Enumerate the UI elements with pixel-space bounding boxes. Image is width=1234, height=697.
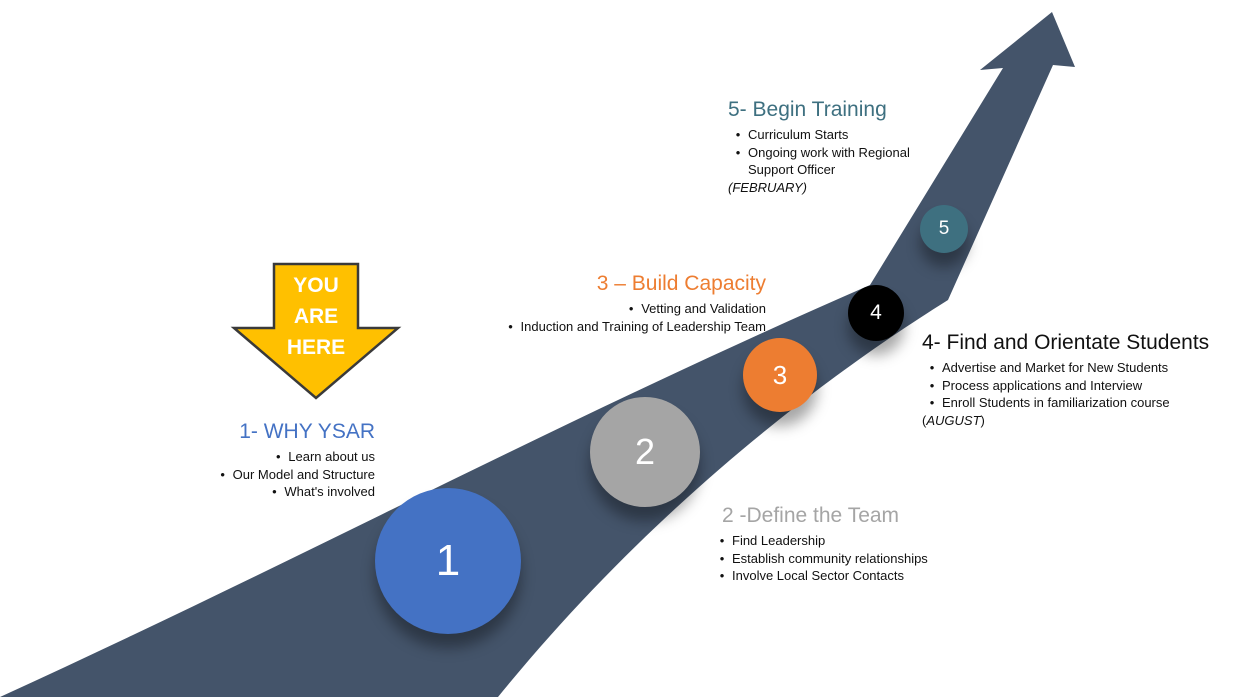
step-1-list: Learn about us Our Model and Structure W… (175, 448, 375, 501)
step-5-block: 5- Begin Training Curriculum Starts Ongo… (728, 98, 910, 196)
step-5-note-month: (FEBRUARY) (728, 179, 807, 195)
step-4-circle: 4 (848, 285, 904, 341)
step-4-item: Process applications and Interview (922, 377, 1209, 395)
step-2-number: 2 (634, 431, 656, 472)
step-3-list: Vetting and Validation Induction and Tra… (466, 300, 766, 335)
step-3-title: 3 – Build Capacity (596, 272, 766, 295)
step-4-note-month: AUGUST (926, 412, 981, 428)
step-4-item: Advertise and Market for New Students (922, 359, 1209, 377)
step-3-number: 3 (772, 359, 788, 390)
step-5-item: Curriculum Starts (728, 126, 910, 144)
step-1-circle: 1 (375, 488, 521, 634)
step-1-item: Our Model and Structure (175, 466, 375, 484)
step-4-list: Advertise and Market for New Students Pr… (922, 359, 1209, 412)
step-4-note-prefix: ( (922, 412, 927, 428)
step-4-item: Enroll Students in familiarization cours… (922, 394, 1209, 412)
step-1-item: Learn about us (175, 448, 375, 466)
step-4-title: 4- Find and Orientate Students (922, 331, 1210, 354)
step-4-date-note: (AUGUST) (922, 412, 1209, 430)
step-4-note-suffix: ) (980, 412, 985, 428)
step-2-title: 2 -Define the Team (722, 504, 900, 527)
step-3-item: Induction and Training of Leadership Tea… (466, 318, 766, 336)
arrow-line-3: HERE (286, 336, 346, 359)
you-are-here-arrow: YOU ARE HERE (230, 262, 402, 402)
step-2-item: Find Leadership (712, 532, 928, 550)
step-4-number: 4 (870, 301, 882, 324)
step-4-block: 4- Find and Orientate Students Advertise… (922, 331, 1209, 429)
step-2-item: Involve Local Sector Contacts (712, 567, 928, 585)
you-are-here-label: YOU ARE HERE (230, 270, 402, 363)
step-2-circle: 2 (590, 397, 700, 507)
step-1-item: What's involved (175, 483, 375, 501)
arrow-line-2: ARE (293, 305, 339, 328)
step-5-number: 5 (938, 218, 950, 239)
step-5-circle: 5 (920, 205, 968, 253)
step-2-list: Find Leadership Establish community rela… (712, 532, 928, 585)
step-1-number: 1 (435, 536, 461, 585)
step-5-date-note: (FEBRUARY) (728, 179, 910, 197)
step-3-circle: 3 (743, 338, 817, 412)
step-5-title: 5- Begin Training (728, 98, 887, 121)
step-3-block: 3 – Build Capacity Vetting and Validatio… (466, 272, 766, 335)
step-2-item: Establish community relationships (712, 550, 928, 568)
step-5-item-continued: Support Officer (748, 162, 836, 177)
arrow-line-1: YOU (293, 274, 339, 297)
step-1-block: 1- WHY YSAR Learn about us Our Model and… (175, 420, 375, 501)
step-5-list: Curriculum Starts Ongoing work with Regi… (728, 126, 910, 179)
step-2-block: 2 -Define the Team Find Leadership Estab… (722, 504, 928, 585)
step-1-title: 1- WHY YSAR (239, 420, 375, 443)
road-arrow-shape (0, 12, 1075, 697)
step-5-item: Ongoing work with Regional (728, 144, 910, 162)
down-arrow-icon (230, 262, 402, 400)
step-3-item: Vetting and Validation (466, 300, 766, 318)
